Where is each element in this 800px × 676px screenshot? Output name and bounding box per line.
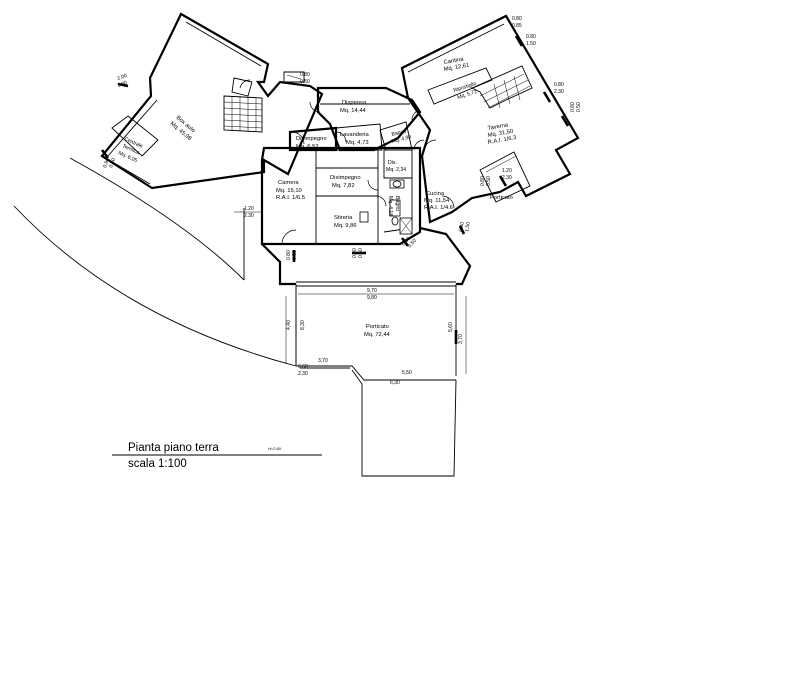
room-disimpegno1-area: Mq. 6,52: [296, 144, 319, 150]
room-cantina-name: Cantina: [443, 56, 464, 66]
right-wing-walls: [400, 14, 580, 224]
dim-label: 0.80: [300, 72, 310, 78]
room-stireria-name: Stireria: [334, 215, 353, 221]
dim-label: 1.50: [526, 41, 536, 47]
room-cucina-name: Cucina: [426, 191, 445, 197]
dim-label: 0.80: [480, 176, 486, 186]
room-dis-name: Dis.: [388, 160, 397, 166]
dim-label: 5,50: [402, 370, 412, 376]
room-bagno2-name: Bagno: [394, 196, 400, 211]
dim-label: 0.80: [512, 16, 522, 22]
dim-label: 2.30: [298, 371, 308, 377]
dim-label: 6,30: [390, 380, 400, 386]
room-taverna-name: Taverna: [487, 122, 509, 132]
dim-label: 0.50: [358, 248, 364, 258]
left-wing-walls: [100, 12, 324, 190]
dim-label: 1.50: [464, 222, 472, 233]
room-lavanderia-area: Mq. 4,73: [346, 140, 369, 146]
dim-label: 8,30: [300, 320, 306, 330]
dim-label: 0.80: [102, 157, 111, 168]
dim-label: 2.00: [117, 73, 128, 82]
room-dispensa-name: Dispensa: [342, 100, 367, 106]
window-marks: [100, 35, 570, 344]
dim-label: 0.80: [526, 34, 536, 40]
dim-label: 0.60: [298, 364, 308, 370]
room-dis-area: Mq. 2,34: [386, 167, 406, 173]
porticato-walls: [261, 226, 472, 477]
driveway-curve: [13, 157, 297, 367]
dim-label: 0.50: [292, 250, 298, 260]
room-camera-rai: R.A.I. 1/6.5: [276, 195, 305, 201]
dimension-labels: 9,70 9,80 4,40 8,30 5,60 3,70 5,50 3,70 …: [102, 16, 582, 386]
room-lavanderia-name: Lavanderia: [340, 132, 369, 138]
room-porticato-name: Porticato: [366, 324, 389, 330]
room-porticato-small-name: Porticato: [490, 195, 513, 201]
room-cucina-area: Mq. 11,54: [424, 198, 450, 204]
dim-label: 9,80: [367, 295, 377, 301]
dim-label: 0.80: [352, 248, 358, 258]
title-block: Pianta piano terra H=2.80 scala 1:100: [112, 442, 322, 470]
room-bagno-area: Mq. 4,90: [391, 134, 412, 145]
dim-label: 5,60: [448, 322, 454, 332]
dim-label: 0.50: [108, 157, 117, 168]
dim-label: 0.50: [576, 102, 582, 112]
dim-label: 0.80: [458, 222, 466, 233]
dim-label: 0.50: [300, 79, 310, 85]
plan-scale: scala 1:100: [128, 458, 187, 470]
dim-label: 0.80: [554, 82, 564, 88]
dim-label: 3,70: [458, 334, 464, 344]
room-disimpegno2-name: Disimpegno: [330, 175, 361, 181]
room-bagno2-area: Mq. 4,18: [387, 196, 393, 216]
dim-label: 2.30: [502, 175, 512, 181]
dim-label: 4,40: [286, 320, 292, 330]
dim-label: 9,70: [367, 288, 377, 294]
dim-label: 2.30: [244, 213, 254, 219]
room-taverna-rai: R.A.I. 1/6.3: [487, 135, 517, 146]
room-camera-name: Camera: [278, 180, 299, 186]
room-porticato-area: Mq. 72,44: [364, 332, 391, 338]
height-note: H=2.80: [268, 446, 282, 451]
dim-label: 0.80: [286, 250, 292, 260]
room-disimpegno2-area: Mq. 7,82: [332, 183, 355, 189]
dim-label: 0.80: [401, 236, 412, 247]
room-stireria-area: Mq. 9,86: [334, 223, 357, 229]
room-bagno-name: Bagno: [391, 128, 407, 137]
room-taverna-area: Mq. 31,50: [487, 129, 513, 139]
dim-label: 1.20: [502, 168, 512, 174]
room-cucina-rai: R.A.I. 1/4.6: [424, 205, 453, 211]
dim-label: 1.20: [244, 206, 254, 212]
room-camera-area: Mq. 15,10: [276, 188, 302, 194]
dimension-lines: [234, 211, 467, 381]
plan-title: Pianta piano terra: [128, 442, 219, 454]
room-dispensa-area: Mq. 14,44: [340, 108, 367, 114]
room-ripostiglio-area: Mq. 5,72: [457, 89, 478, 101]
room-cantina-area: Mq. 12,61: [443, 63, 469, 73]
dim-label: 1.80: [117, 80, 128, 89]
dim-label: 2.30: [554, 89, 564, 95]
room-disimpegno1-name: Disimpegno: [296, 136, 327, 142]
dim-label: 0.50: [486, 176, 492, 186]
dim-label: 0.80: [570, 102, 576, 112]
dim-label: 3,70: [318, 358, 328, 364]
dim-label: 0.85: [512, 23, 522, 29]
dim-label: 0.50: [407, 238, 418, 249]
